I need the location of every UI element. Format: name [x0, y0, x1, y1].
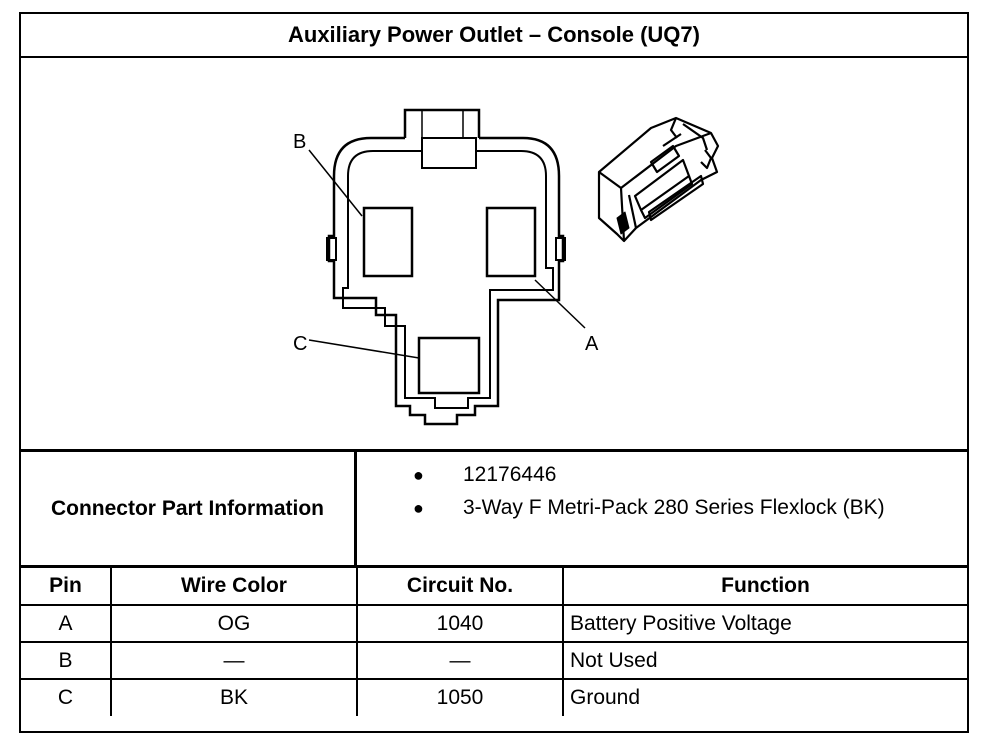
circuit-cell: —: [356, 641, 564, 680]
wire-color-cell: OG: [110, 604, 358, 643]
bullet-icon: ●: [413, 498, 424, 518]
function-cell: Not Used: [562, 641, 967, 680]
function-cell: Ground: [562, 678, 967, 716]
connector-info-label: Connector Part Information: [21, 452, 357, 565]
header-wire-color: Wire Color: [110, 568, 358, 606]
wire-color-cell: —: [110, 641, 358, 680]
part-number: 12176446: [463, 463, 557, 486]
cavity-b: [362, 206, 414, 278]
table-row: A OG 1040 Battery Positive Voltage: [21, 604, 967, 643]
connector-diagram: B A C: [21, 58, 967, 452]
pin-table: Pin Wire Color Circuit No. Function A OG…: [21, 568, 967, 716]
pin-cell: A: [21, 604, 112, 643]
circuit-cell: 1050: [356, 678, 564, 716]
connector-sheet: Auxiliary Power Outlet – Console (UQ7): [19, 12, 969, 733]
connector-3d-view-icon: [597, 116, 720, 243]
callout-a: A: [585, 333, 599, 355]
pin-cell: C: [21, 678, 112, 716]
callout-b: B: [293, 131, 306, 153]
pin-cell: B: [21, 641, 112, 680]
connector-face-view-icon: [308, 108, 586, 426]
table-row: C BK 1050 Ground: [21, 678, 967, 716]
connector-description: 3-Way F Metri-Pack 280 Series Flexlock (…: [463, 496, 885, 519]
circuit-cell: 1040: [356, 604, 564, 643]
connector-part-info: Connector Part Information ● 12176446 ● …: [21, 452, 967, 568]
connector-info-list: ● 12176446 ● 3-Way F Metri-Pack 280 Seri…: [357, 452, 967, 565]
header-function: Function: [562, 568, 967, 606]
connector-diagram-svg: B A C: [293, 108, 720, 426]
header-pin: Pin: [21, 568, 112, 606]
table-header-row: Pin Wire Color Circuit No. Function: [21, 568, 967, 606]
list-item: ● 3-Way F Metri-Pack 280 Series Flexlock…: [357, 493, 967, 523]
list-item: ● 12176446: [357, 460, 967, 490]
table-row: B — — Not Used: [21, 641, 967, 680]
bullet-icon: ●: [413, 465, 424, 485]
callout-c: C: [293, 333, 307, 355]
cavity-a: [485, 206, 537, 278]
function-cell: Battery Positive Voltage: [562, 604, 967, 643]
wire-color-cell: BK: [110, 678, 358, 716]
page-title: Auxiliary Power Outlet – Console (UQ7): [21, 14, 967, 58]
header-circuit-no: Circuit No.: [356, 568, 564, 606]
cavity-c: [417, 336, 481, 395]
